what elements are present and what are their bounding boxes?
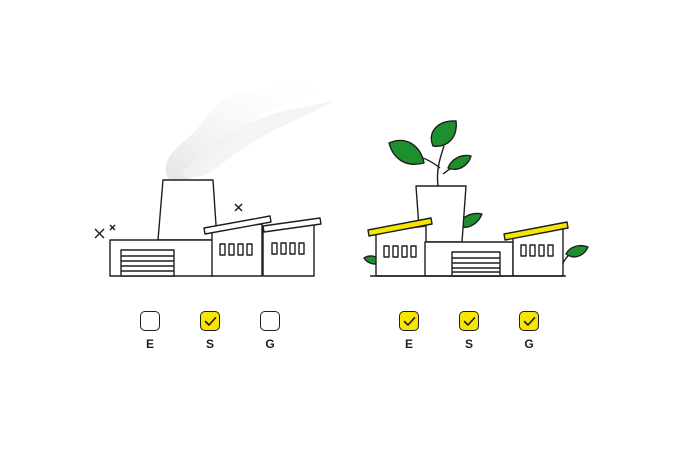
left-label-e: E bbox=[145, 337, 154, 351]
right-label-e: E bbox=[404, 337, 413, 351]
checkmark-icon bbox=[403, 316, 415, 326]
leaf-icon bbox=[363, 120, 589, 265]
checkmark-icon bbox=[204, 316, 216, 326]
pollution-cross-icon bbox=[94, 203, 243, 239]
left-label-s: S bbox=[205, 337, 214, 351]
right-checkbox-g[interactable] bbox=[519, 311, 539, 331]
green-factory-icon bbox=[363, 120, 589, 277]
right-label-s: S bbox=[464, 337, 473, 351]
smoke-icon bbox=[165, 80, 342, 181]
left-label-g: G bbox=[265, 337, 275, 351]
right-checkbox-s[interactable] bbox=[459, 311, 479, 331]
left-checkbox-s[interactable] bbox=[200, 311, 220, 331]
left-checkbox-g[interactable] bbox=[260, 311, 280, 331]
checkmark-icon bbox=[463, 316, 475, 326]
checkmark-icon bbox=[523, 316, 535, 326]
polluting-factory-icon bbox=[94, 80, 342, 277]
right-label-g: G bbox=[524, 337, 534, 351]
right-checkbox-e[interactable] bbox=[399, 311, 419, 331]
left-checkbox-e[interactable] bbox=[140, 311, 160, 331]
